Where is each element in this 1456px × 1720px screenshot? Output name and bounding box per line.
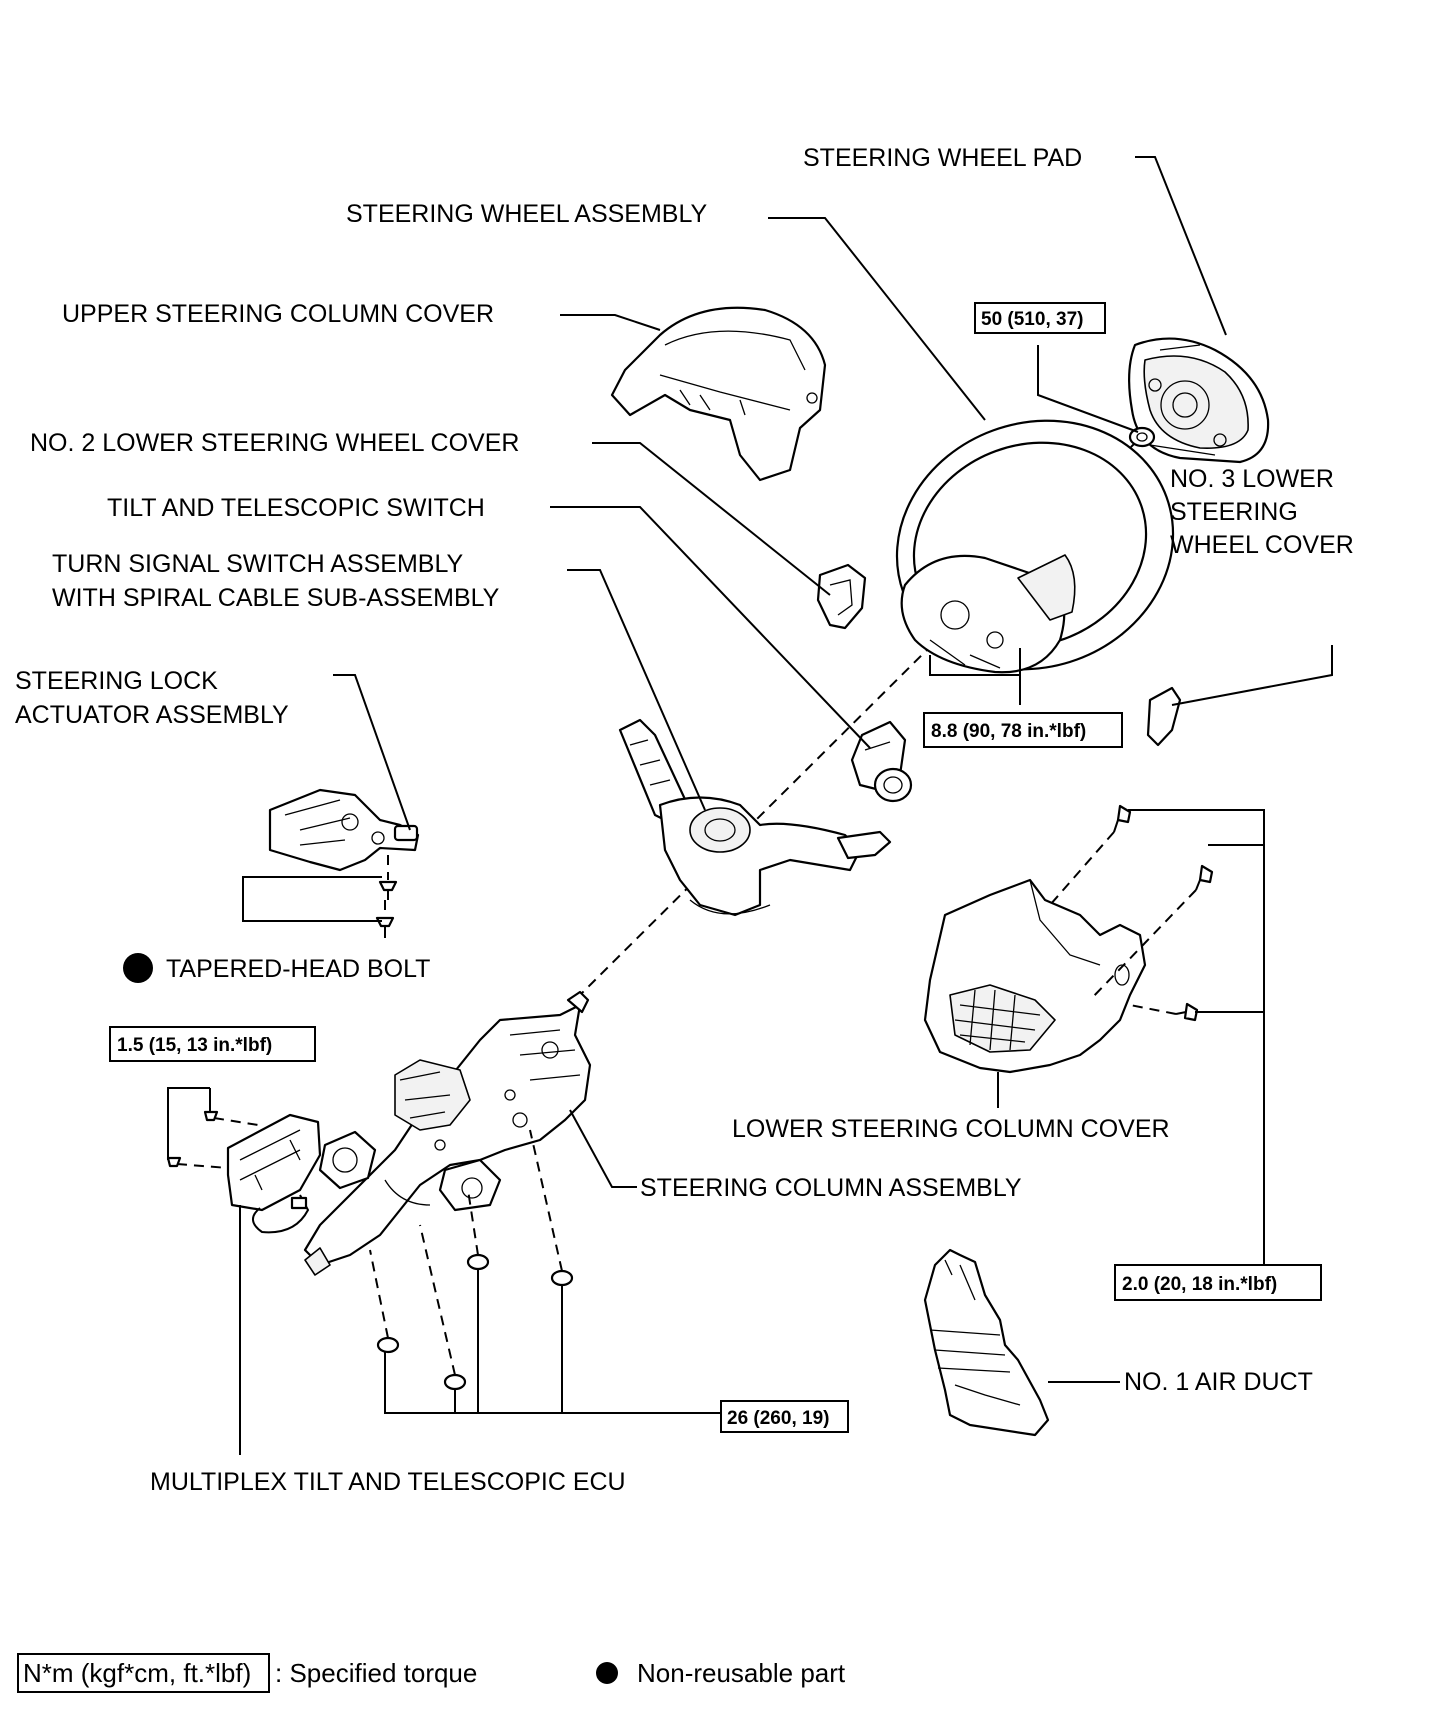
torque-box-wheel-pad-screw [923,712,1123,748]
label-turn-signal-line1: TURN SIGNAL SWITCH ASSEMBLY [52,550,464,578]
torque-box-wheel-nut [974,302,1106,334]
torque-box-ecu-bolts [109,1026,316,1062]
label-no2-lower-steering-wheel-cover: NO. 2 LOWER STEERING WHEEL COVER [30,429,519,457]
label-steering-wheel-assembly: STEERING WHEEL ASSEMBLY [346,200,708,228]
label-no3-line3: WHEEL COVER [1170,531,1354,559]
leader-lines [167,156,1333,1455]
turn-signal-switch-assembly-part [618,718,892,917]
legend-torque-box-text: N*m (kgf*cm, ft.*lbf) [23,1658,251,1688]
steering-wheel-assembly-part [895,419,1175,674]
torque-wheel-nut: 50 (510, 37) [981,309,1083,330]
label-steering-wheel-pad: STEERING WHEEL PAD [803,144,1082,172]
main-axis-dashed-line [574,439,1139,1001]
no3-lower-steering-wheel-cover-part [1146,686,1182,747]
upper-steering-column-cover-part [610,306,827,482]
ecu-bolts [166,1110,259,1169]
steering-column-assembly-part [303,990,592,1276]
steering-wheel-pad-part [1128,337,1270,464]
label-turn-signal-line2: WITH SPIRAL CABLE SUB-ASSEMBLY [52,584,500,612]
no2-lower-steering-wheel-cover-part [816,563,867,630]
tapered-head-bolt-parts [375,855,398,938]
torque-column-nuts: 26 (260, 19) [727,1408,829,1429]
legend-nonreusable-desc: Non-reusable part [637,1658,846,1688]
label-upper-steering-column-cover: UPPER STEERING COLUMN COVER [62,300,494,328]
label-steering-lock-line1: STEERING LOCK [15,667,218,695]
non-reusable-mark [123,953,153,983]
torque-ecu-bolts: 1.5 (15, 13 in.*lbf) [117,1035,272,1056]
label-tilt-telescopic-switch: TILT AND TELESCOPIC SWITCH [107,494,485,522]
label-lower-steering-column-cover: LOWER STEERING COLUMN COVER [732,1115,1170,1143]
steering-wheel-nut [1128,426,1156,448]
label-no1-air-duct: NO. 1 AIR DUCT [1124,1368,1313,1396]
label-steering-column-assembly: STEERING COLUMN ASSEMBLY [640,1174,1022,1202]
label-steering-lock-line2: ACTUATOR ASSEMBLY [15,701,289,729]
steering-lock-actuator-part [268,788,420,872]
legend-nonreusable-dot [596,1662,618,1684]
multiplex-ecu-part [226,1113,322,1234]
label-multiplex-ecu: MULTIPLEX TILT AND TELESCOPIC ECU [150,1468,626,1496]
torque-box-lower-cover-screws [1114,1264,1322,1301]
legend-torque-box [17,1653,270,1693]
lower-steering-column-cover-part [923,878,1147,1074]
legend-torque-desc: : Specified torque [275,1658,477,1688]
label-no3-line1: NO. 3 LOWER [1170,465,1334,493]
torque-lower-cover-screws: 2.0 (20, 18 in.*lbf) [1122,1274,1277,1295]
torque-wheel-pad-screw: 8.8 (90, 78 in.*lbf) [931,721,1086,742]
label-no3-line2: STEERING [1170,498,1298,526]
tilt-telescopic-switch-part [850,720,913,803]
label-tapered-head-bolt: TAPERED-HEAD BOLT [166,955,430,983]
torque-box-column-nuts [720,1400,849,1433]
lower-cover-screws [1049,804,1214,1022]
no1-air-duct-part [923,1248,1050,1437]
column-nuts [369,1129,574,1391]
